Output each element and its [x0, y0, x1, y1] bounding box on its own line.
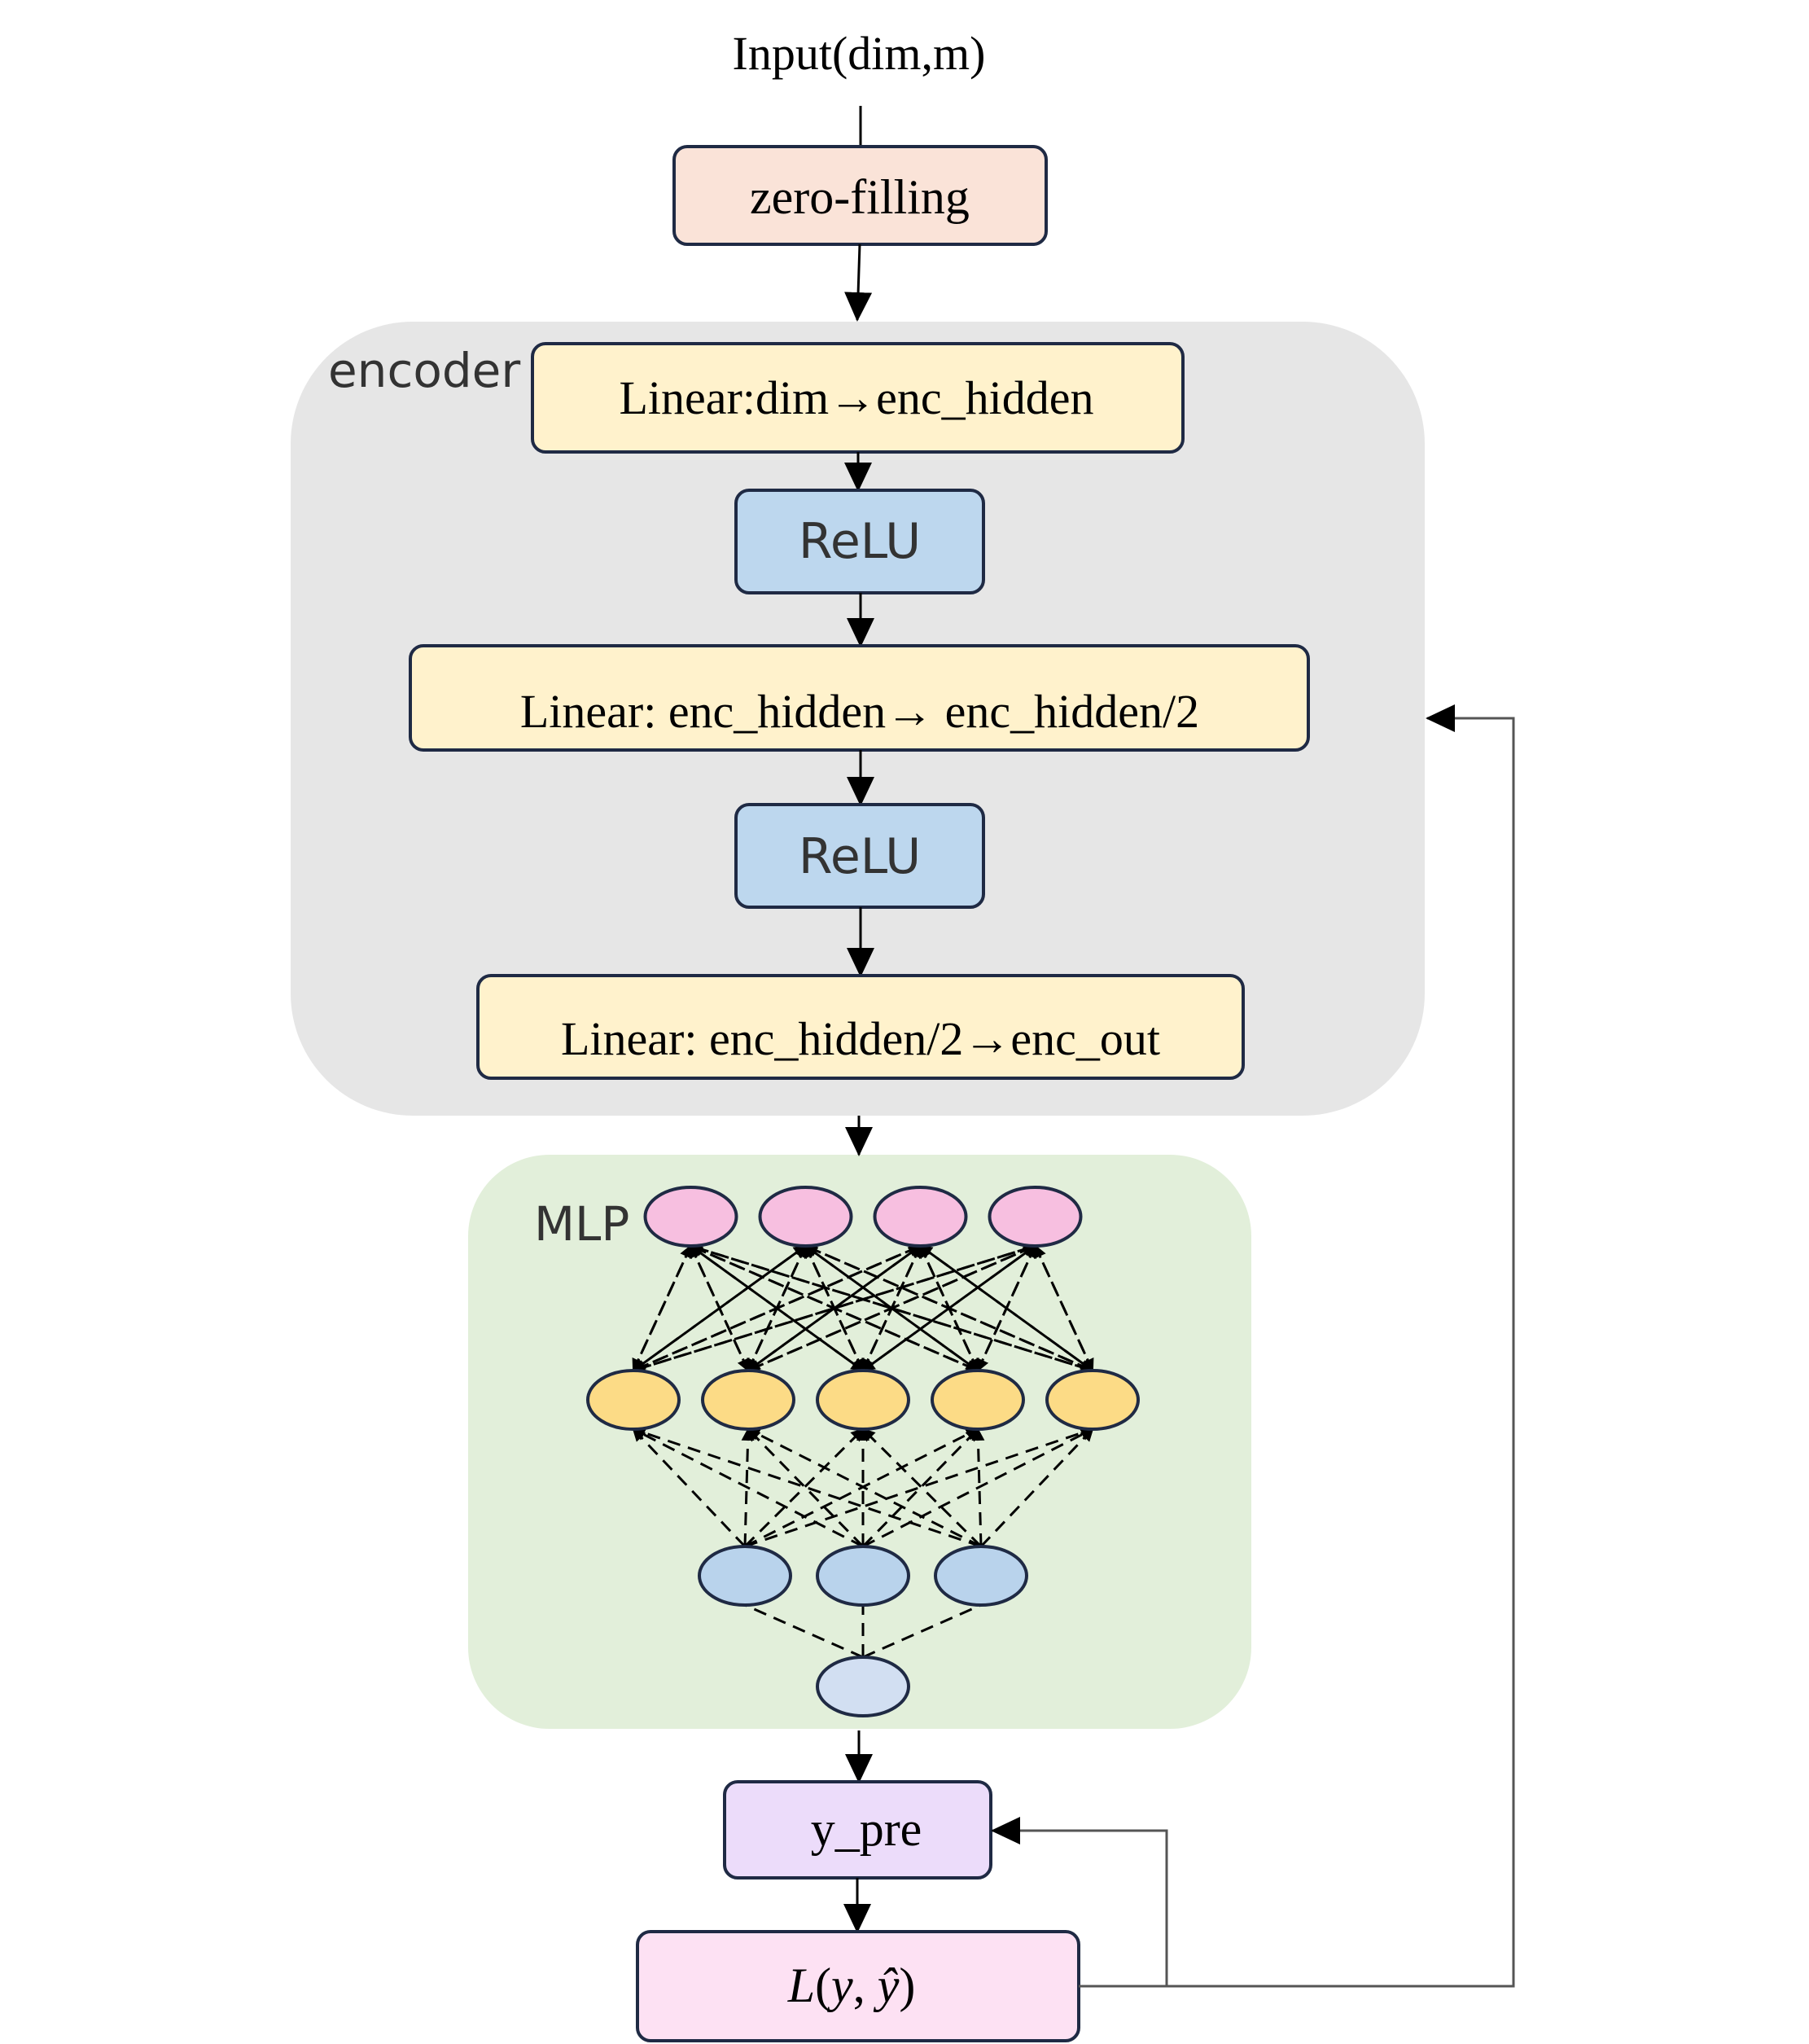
mlp-hidden-node: [816, 1369, 910, 1431]
linear-box-3: [476, 974, 1245, 1080]
mlp-edge: [861, 1244, 1036, 1372]
relu-label-2: ReLU: [799, 828, 921, 885]
zero-filling-label: zero-filling: [750, 170, 970, 224]
linear-label-1: Linear:dim→enc_hidden: [619, 371, 1093, 424]
mlp-hidden-node: [931, 1369, 1025, 1431]
feedback-arrow-to-encoder: [1079, 704, 1515, 1988]
mlp-edge: [632, 1244, 922, 1372]
zero-filling-box: [672, 145, 1048, 246]
mlp-edge: [632, 1244, 1036, 1374]
mlp-edge: [862, 1428, 1094, 1548]
mlp-hidden-node: [816, 1545, 910, 1607]
mlp-hidden-node: [586, 1369, 681, 1431]
linear-label-2: Linear: enc_hidden→ enc_hidden/2: [520, 685, 1199, 738]
mlp-edge: [743, 1428, 865, 1548]
mlp-edge: [861, 1428, 983, 1548]
input-label: Input(dim,m): [733, 27, 986, 80]
mlp-edge: [632, 1428, 864, 1548]
mlp-edge: [747, 1244, 922, 1372]
relu-label-1: ReLU: [799, 513, 921, 570]
mlp-edge: [632, 1428, 747, 1548]
loss-yhat: ŷ: [873, 1958, 900, 2012]
mlp-hidden-node: [1045, 1369, 1140, 1431]
arrow-zero-to-encoder: [844, 243, 873, 322]
loss-label: L(y, ŷ): [787, 1958, 916, 2012]
mlp-nodes: [586, 1186, 1140, 1717]
mlp-edge: [744, 1428, 979, 1548]
y-pre-label: y_pre: [811, 1802, 922, 1856]
mlp-output-node: [758, 1186, 853, 1248]
mlp-edge: [747, 1244, 1036, 1372]
mlp-edge: [976, 1245, 1036, 1372]
mlp-hidden-node: [701, 1369, 795, 1431]
mlp-edge: [861, 1428, 979, 1548]
mlp-edge: [690, 1244, 1094, 1374]
encoder-label: encoder: [328, 343, 520, 398]
linear-label-3: Linear: enc_hidden/2→enc_out: [561, 1012, 1160, 1065]
mlp-edge: [979, 1428, 1094, 1548]
mlp-edge: [744, 1603, 864, 1659]
mlp-hidden-node: [934, 1545, 1028, 1607]
loss-open: (: [815, 1958, 831, 2012]
mlp-edge: [747, 1428, 865, 1548]
mlp-edge: [744, 1426, 1094, 1548]
loss-L: L: [787, 1958, 815, 2012]
mlp-output-node: [643, 1186, 738, 1248]
mlp-edge: [862, 1603, 982, 1659]
loss-comma: ,: [853, 1958, 878, 2012]
loss-y: y: [826, 1958, 853, 2012]
mlp-edge: [632, 1426, 982, 1548]
mlp-input-node: [816, 1656, 910, 1717]
loss-close: ): [899, 1958, 915, 2012]
mlp-output-node: [988, 1186, 1083, 1248]
mlp-hidden-node: [698, 1545, 792, 1607]
mlp-label: MLP: [534, 1196, 629, 1252]
mlp-output-node: [873, 1186, 968, 1248]
mlp-connections: [632, 1243, 1094, 1659]
mlp-edge: [632, 1244, 807, 1372]
mlp-edge: [632, 1245, 692, 1372]
mlp-edge: [1034, 1245, 1094, 1372]
mlp-edge: [747, 1428, 982, 1548]
